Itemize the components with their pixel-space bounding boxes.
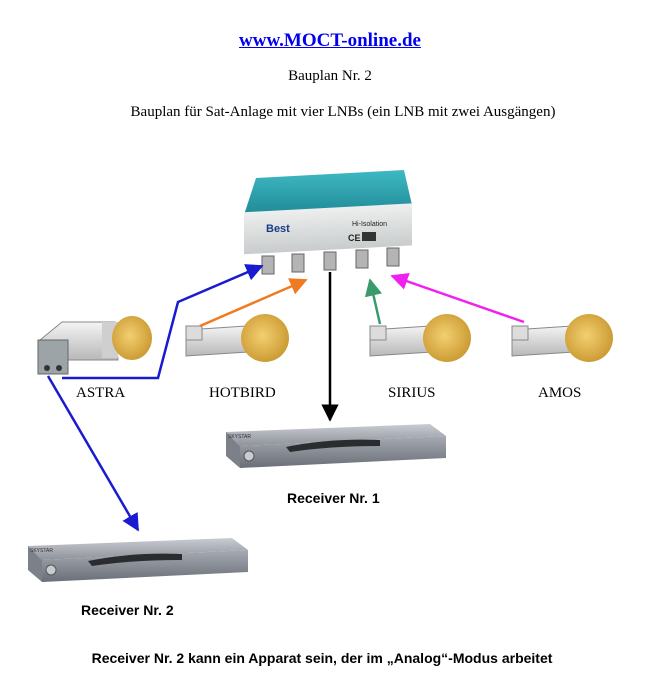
plan-number: Bauplan Nr. 2: [288, 68, 372, 84]
diseqc-switch: Best Hi-Isolation CE: [244, 170, 412, 275]
lnb-hotbird: [185, 314, 289, 362]
lnb-astra: [37, 316, 152, 375]
sirius-cable: [364, 278, 383, 325]
svg-text:CE: CE: [348, 233, 361, 243]
plan-description: Bauplan für Sat-Anlage mit vier LNBs (ei…: [130, 104, 556, 120]
footnote: Receiver Nr. 2 kann ein Apparat sein, de…: [91, 650, 553, 666]
switch-label: Hi-Isolation: [352, 221, 387, 228]
hotbird-cable: [199, 278, 308, 328]
switch-brand: Best: [266, 223, 290, 235]
lnb-label-hotbird: HOTBIRD: [209, 385, 276, 401]
receiver-2-label: Receiver Nr. 2: [81, 602, 174, 618]
receiver-1: SKYSTAR: [226, 424, 446, 468]
astra-cable-to-receiver-2: [46, 375, 140, 532]
lnb-sirius: [369, 314, 471, 362]
astra-cable-to-switch: [62, 264, 264, 380]
svg-text:SKYSTAR: SKYSTAR: [30, 548, 53, 554]
lnb-amos: [511, 314, 613, 362]
receiver-1-label: Receiver Nr. 1: [287, 490, 380, 506]
site-link[interactable]: www.MOCT-online.de: [239, 30, 421, 51]
receiver-2: SKYSTAR: [28, 538, 248, 582]
amos-cable: [390, 272, 525, 324]
lnb-label-sirius: SIRIUS: [388, 385, 436, 401]
lnb-label-amos: AMOS: [538, 385, 582, 401]
switch-ports: [261, 247, 400, 275]
lnb-label-astra: ASTRA: [76, 385, 126, 401]
svg-text:SKYSTAR: SKYSTAR: [228, 434, 251, 440]
